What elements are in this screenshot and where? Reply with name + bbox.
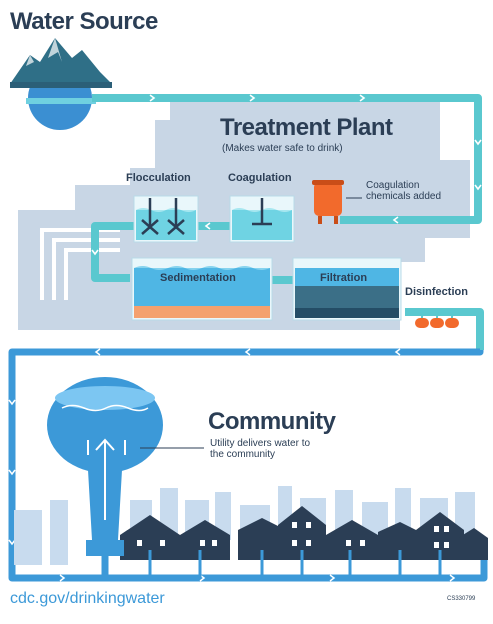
filtration-label: Filtration: [320, 272, 368, 284]
coagulation-chemical-tank: [312, 180, 362, 224]
disinfection-label: Disinfection: [405, 286, 468, 298]
treatment-plant-title: Treatment Plant: [220, 114, 393, 141]
house-service-lines: [148, 550, 442, 578]
water-source-title: Water Source: [10, 8, 158, 35]
coagulation-label: Coagulation: [228, 172, 292, 184]
raw-water-pipe: [91, 94, 484, 350]
flocculation-tank: [133, 195, 199, 243]
sedimentation-tank: [131, 257, 273, 321]
treatment-plant-subtitle: (Makes water safe to drink): [222, 143, 343, 154]
chemicals-note: Coagulation chemicals added: [366, 180, 442, 202]
community-title: Community: [208, 408, 336, 435]
footer-code: CS330799: [447, 596, 476, 602]
raw-water-flow-arrows: [91, 94, 482, 256]
disinfection-tanks: [415, 309, 459, 328]
water-source-icon: [10, 38, 112, 130]
distribution-flow-arrows: [8, 348, 456, 582]
house-windows: [137, 522, 449, 548]
flocculation-label: Flocculation: [126, 172, 191, 184]
sedimentation-label: Sedimentation: [160, 272, 236, 284]
community-houses: [120, 506, 488, 560]
filtration-tank: [292, 257, 402, 321]
footer-url[interactable]: cdc.gov/drinkingwater: [10, 590, 165, 607]
coagulation-tank: [229, 195, 295, 243]
water-tower: [47, 377, 163, 556]
community-note: Utility delivers water to the community: [210, 438, 311, 460]
